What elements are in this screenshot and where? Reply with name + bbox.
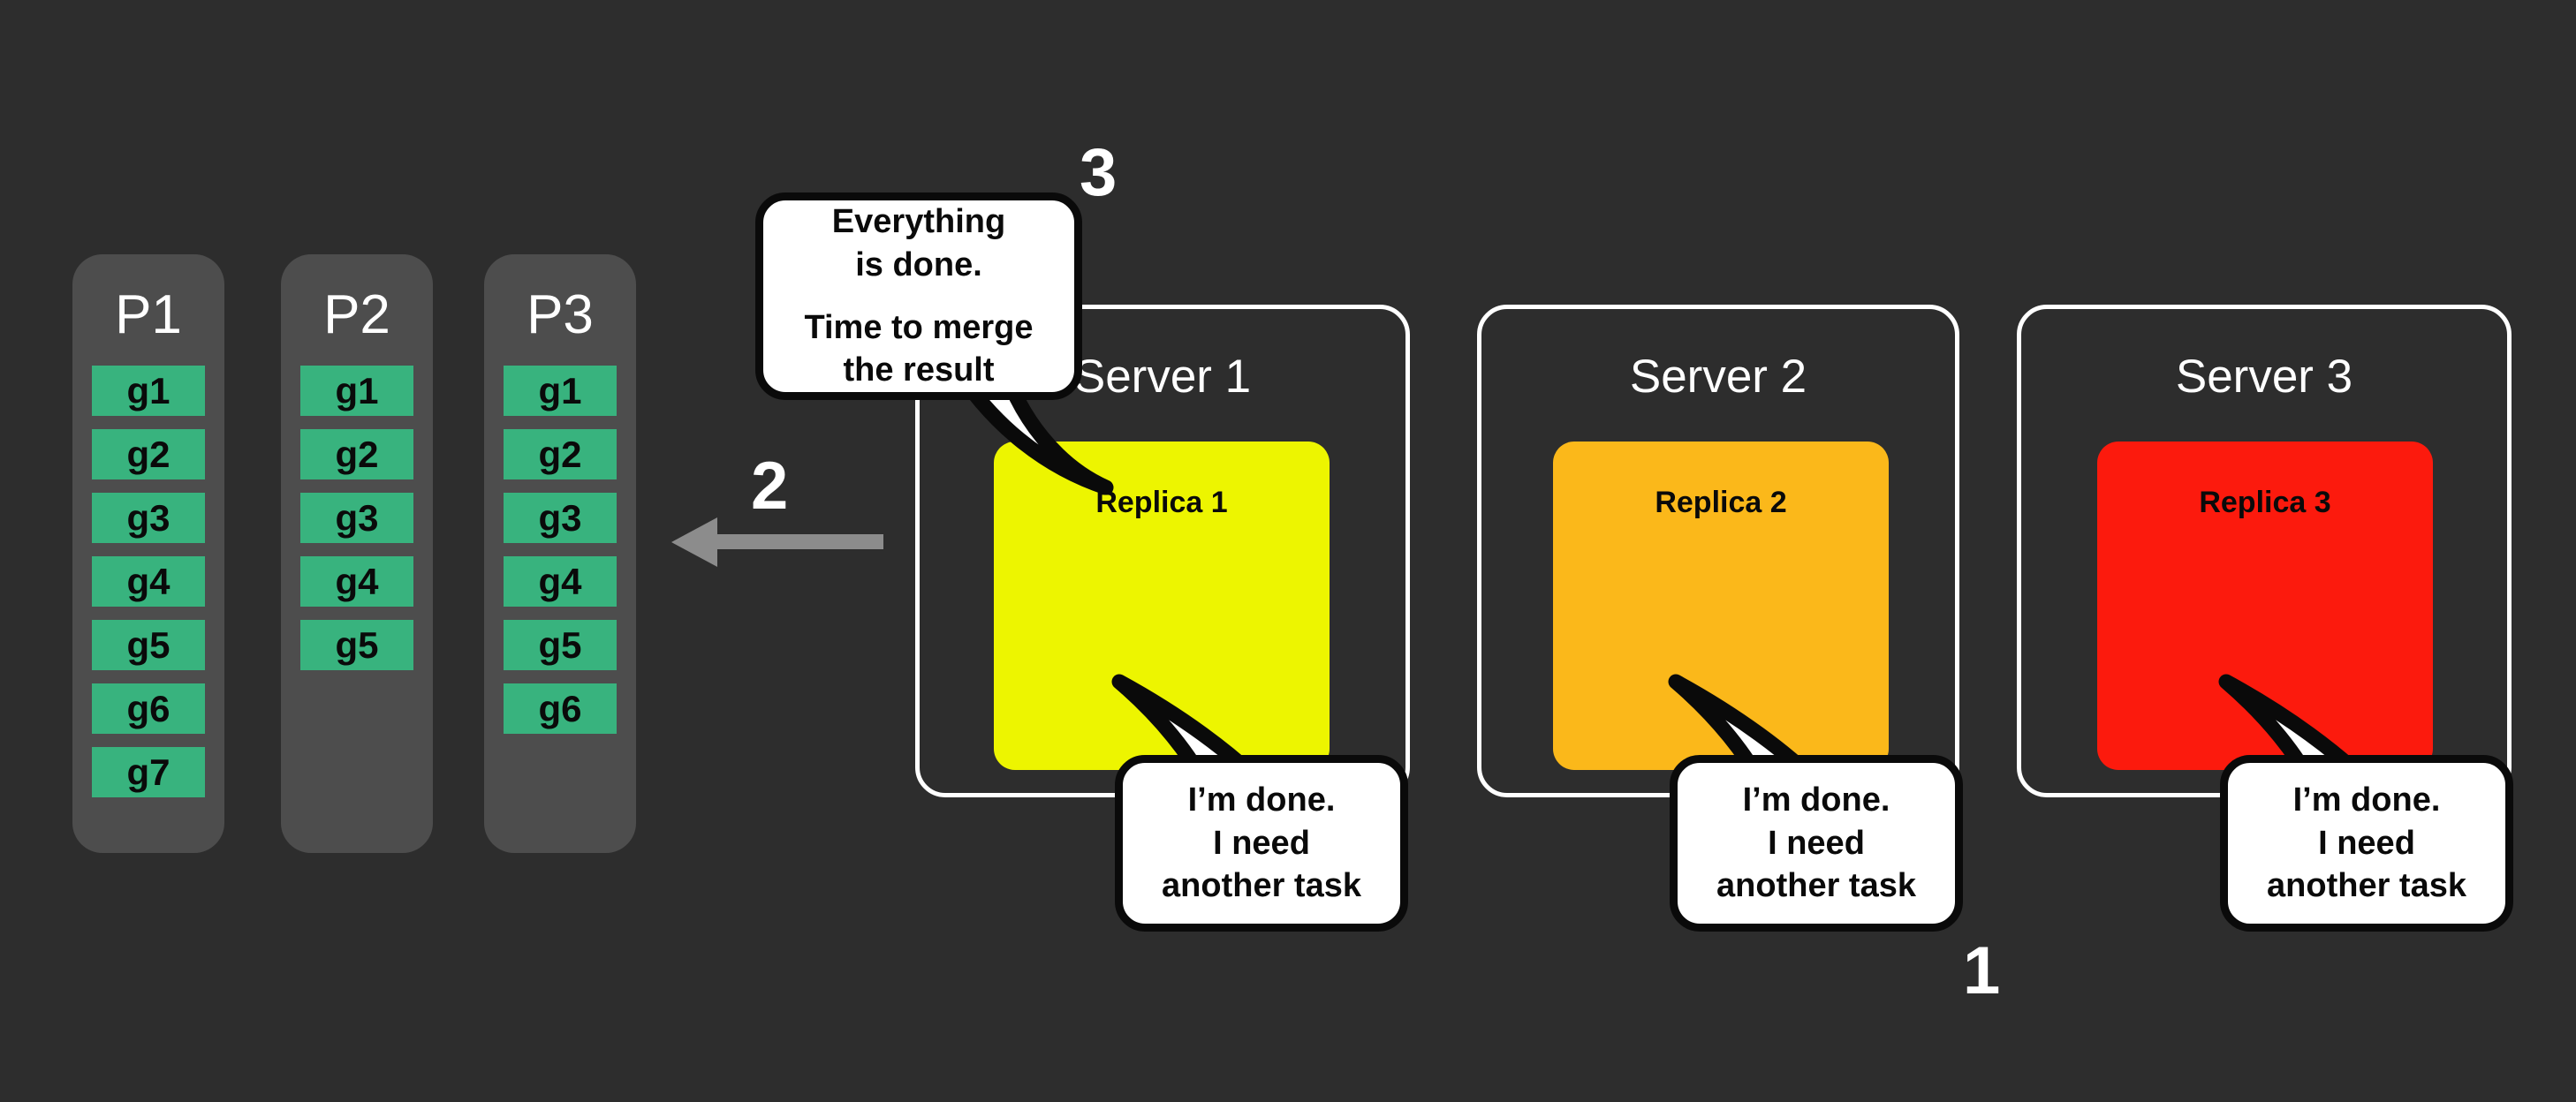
step-number-one: 1 bbox=[1963, 933, 2001, 1008]
bubble-line: I need bbox=[1213, 824, 1310, 862]
partition-column-p1: P1 g1 g2 g3 g4 g5 g6 g7 bbox=[72, 254, 224, 853]
replica-box-1: Replica 1 bbox=[994, 442, 1330, 770]
replica-label: Replica 1 bbox=[1095, 486, 1228, 519]
group-block-list: g1 g2 g3 g4 g5 bbox=[281, 366, 433, 670]
group-block-list: g1 g2 g3 g4 g5 g6 g7 bbox=[72, 366, 224, 797]
group-block: g1 bbox=[92, 366, 205, 416]
group-block-list: g1 g2 g3 g4 g5 g6 bbox=[484, 366, 636, 734]
partition-title: P3 bbox=[527, 284, 594, 345]
group-block: g2 bbox=[504, 429, 617, 479]
bubble-line: another task bbox=[2267, 867, 2466, 905]
bubble-line: I’m done. bbox=[2292, 781, 2441, 819]
partition-column-p3: P3 g1 g2 g3 g4 g5 g6 bbox=[484, 254, 636, 853]
bubble-line: I need bbox=[1768, 824, 1865, 862]
replica-label: Replica 2 bbox=[1655, 486, 1787, 519]
step-number-three: 3 bbox=[1080, 135, 1118, 210]
server-title: Server 2 bbox=[1629, 351, 1807, 403]
bubble-line: the result bbox=[843, 351, 995, 389]
group-block: g1 bbox=[504, 366, 617, 416]
merge-arrow-icon bbox=[671, 517, 883, 567]
merge-speech-bubble: Everything is done. Time to merge the re… bbox=[755, 192, 1082, 400]
done-speech-bubble-2: I’m done. I need another task bbox=[1670, 755, 1963, 932]
group-block: g2 bbox=[300, 429, 413, 479]
replica-box-3: Replica 3 bbox=[2097, 442, 2433, 770]
group-block: g2 bbox=[92, 429, 205, 479]
bubble-line: another task bbox=[1162, 867, 1361, 905]
bubble-line: Everything bbox=[831, 203, 1006, 241]
replica-label: Replica 3 bbox=[2199, 486, 2331, 519]
group-block: g1 bbox=[300, 366, 413, 416]
group-block: g7 bbox=[92, 747, 205, 797]
replica-box-2: Replica 2 bbox=[1553, 442, 1889, 770]
bubble-line: Time to merge bbox=[804, 308, 1034, 346]
partition-title: P2 bbox=[323, 284, 390, 345]
bubble-line: I’m done. bbox=[1187, 781, 1336, 819]
group-block: g6 bbox=[92, 683, 205, 734]
step-number-two: 2 bbox=[751, 449, 789, 524]
server-box-2: Server 2 Replica 2 bbox=[1477, 305, 1959, 797]
bubble-line: I’m done. bbox=[1742, 781, 1890, 819]
group-block: g5 bbox=[300, 620, 413, 670]
group-block: g3 bbox=[300, 493, 413, 543]
done-speech-bubble-1: I’m done. I need another task bbox=[1115, 755, 1408, 932]
bubble-line: another task bbox=[1716, 867, 1916, 905]
group-block: g6 bbox=[504, 683, 617, 734]
group-block: g3 bbox=[504, 493, 617, 543]
group-block: g3 bbox=[92, 493, 205, 543]
partition-title: P1 bbox=[115, 284, 182, 345]
server-box-3: Server 3 Replica 3 bbox=[2017, 305, 2512, 797]
group-block: g5 bbox=[92, 620, 205, 670]
bubble-line: I need bbox=[2318, 824, 2415, 862]
server-title: Server 3 bbox=[2175, 351, 2353, 403]
bubble-line: is done. bbox=[855, 245, 982, 283]
group-block: g4 bbox=[300, 556, 413, 607]
group-block: g5 bbox=[504, 620, 617, 670]
done-speech-bubble-3: I’m done. I need another task bbox=[2220, 755, 2513, 932]
partition-column-p2: P2 g1 g2 g3 g4 g5 bbox=[281, 254, 433, 853]
group-block: g4 bbox=[92, 556, 205, 607]
group-block: g4 bbox=[504, 556, 617, 607]
